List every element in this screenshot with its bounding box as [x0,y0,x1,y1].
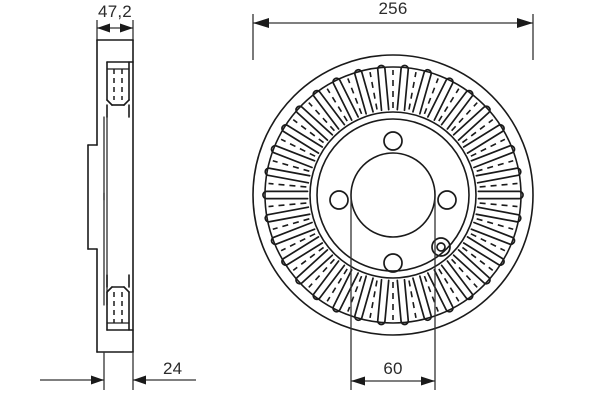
bolt-hole-left [329,190,349,210]
lower-flange-section [106,274,134,331]
cooling-vane-solid [440,89,474,130]
cooling-vane-solid [477,190,524,200]
cooling-vane-solid [312,89,346,130]
cooling-vane-group [262,64,524,326]
cooling-vane-solid [470,221,516,246]
dimension-label-outer-diameter: 256 [379,0,408,18]
outer-rim-circle [252,54,534,336]
dimension-label-friction-ring-thickness: 24 [163,359,182,378]
cooling-vane-hidden [479,182,518,188]
cooling-vane-solid [427,77,454,121]
upper-flange-section [106,61,134,118]
cooling-vane-solid [262,190,309,200]
cooling-vane-solid [295,249,334,285]
front-view [252,54,534,336]
side-section-view [87,39,134,353]
cooling-vane-solid [281,236,324,266]
cooling-vane-solid [452,249,491,285]
dimension-label-center-bore: 60 [383,359,402,378]
cooling-vane-solid [376,64,390,112]
cooling-vane-solid [295,105,334,141]
friction-ring-inner-circle [309,111,477,279]
vane-band-outer-circle [264,66,522,324]
cooling-vane-solid [312,260,346,301]
dimension-label-overall-thickness: 47,2 [98,2,132,21]
cooling-vane-solid [332,77,359,121]
cooling-vane-hidden [479,202,518,208]
cooling-vane-solid [440,260,474,301]
cooling-vane-hidden [268,202,307,208]
cooling-vane-solid [475,167,522,184]
cooling-vane-solid [475,206,522,223]
cooling-vane-solid [452,105,491,141]
bolt-hole-bottom [383,253,403,273]
cooling-vane-solid [396,64,410,112]
locating-pin-hole [431,237,451,257]
cooling-vane-solid [270,144,316,169]
cooling-vane-solid [353,275,374,322]
cooling-vane-solid [332,269,359,313]
cooling-vane-solid [376,278,390,326]
cooling-vane-solid [412,275,433,322]
center-bore-circle [350,152,436,238]
cooling-vane-solid [462,236,505,266]
cooling-vane-solid [270,221,316,246]
dimension-overall-thickness: 47,2 [96,2,134,40]
cooling-vane-solid [462,124,505,154]
dimension-center-bore: 60 [350,195,436,390]
bolt-hole-right [437,190,457,210]
dimension-outer-diameter: 256 [252,0,534,60]
cooling-vane-solid [470,144,516,169]
cooling-vane-solid [264,206,311,223]
cooling-vane-solid [427,269,454,313]
cooling-vane-solid [412,68,433,115]
cooling-vane-solid [353,68,374,115]
cooling-vane-solid [396,278,410,326]
cooling-vane-solid [281,124,324,154]
cooling-vane-hidden [268,182,307,188]
bolt-hole-top [383,131,403,151]
cooling-vane-solid [264,167,311,184]
hat-outer-circle [316,118,470,272]
dimension-friction-ring-thickness: 24 [40,352,196,390]
